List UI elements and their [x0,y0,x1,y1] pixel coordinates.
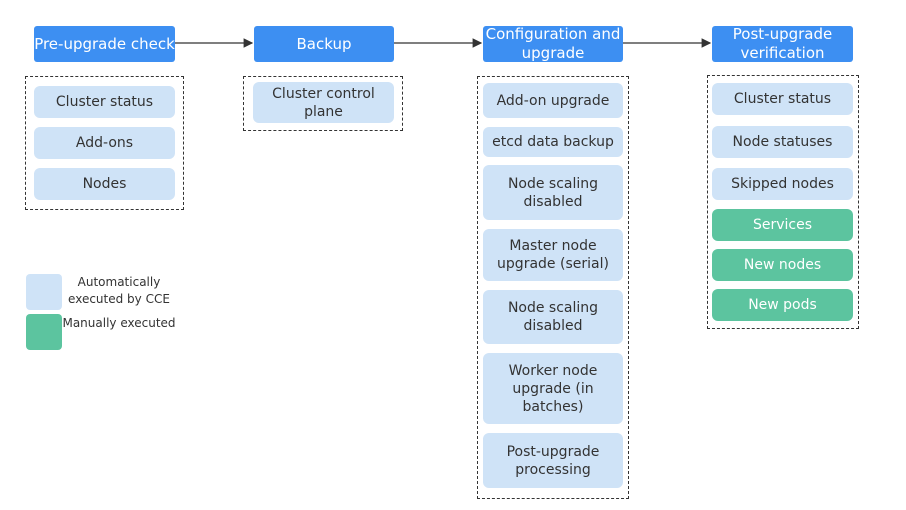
item-post-upgrade-processing: Post-upgrade processing [483,433,623,488]
stage-header-pre-upgrade-check: Pre-upgrade check [34,26,175,62]
legend-label-manual: Manually executed [62,316,176,330]
stage-group-configuration-and-upgrade [477,76,629,499]
item-new-pods: New pods [712,289,853,321]
stage-header-post-upgrade-verification: Post-upgrade verification [712,25,853,62]
stage-header-backup: Backup [254,26,394,62]
item-node-scaling-disabled-2: Node scaling disabled [483,290,623,344]
legend-label-auto: Automatically executed by CCE [68,275,170,306]
item-add-on-upgrade: Add-on upgrade [483,83,623,118]
item-services: Services [712,209,853,241]
item-node-statuses: Node statuses [712,126,853,158]
item-skipped-nodes: Skipped nodes [712,168,853,200]
item-master-node-upgrade: Master node upgrade (serial) [483,229,623,281]
item-verify-cluster-status: Cluster status [712,83,853,115]
item-new-nodes: New nodes [712,249,853,281]
item-etcd-data-backup: etcd data backup [483,127,623,157]
stage-group-backup [243,76,403,131]
stage-group-post-upgrade-verification [707,75,859,329]
item-cluster-control-plane: Cluster control plane [253,82,394,123]
item-nodes: Nodes [34,168,175,200]
item-cluster-status: Cluster status [34,86,175,118]
legend-swatch-manual [26,314,62,350]
stage-group-pre-upgrade-check [25,76,184,210]
item-worker-node-upgrade: Worker node upgrade (in batches) [483,353,623,424]
item-node-scaling-disabled-1: Node scaling disabled [483,165,623,220]
item-add-ons: Add-ons [34,127,175,159]
legend-swatch-auto [26,274,62,310]
stage-header-configuration-and-upgrade: Configuration and upgrade [483,25,623,62]
